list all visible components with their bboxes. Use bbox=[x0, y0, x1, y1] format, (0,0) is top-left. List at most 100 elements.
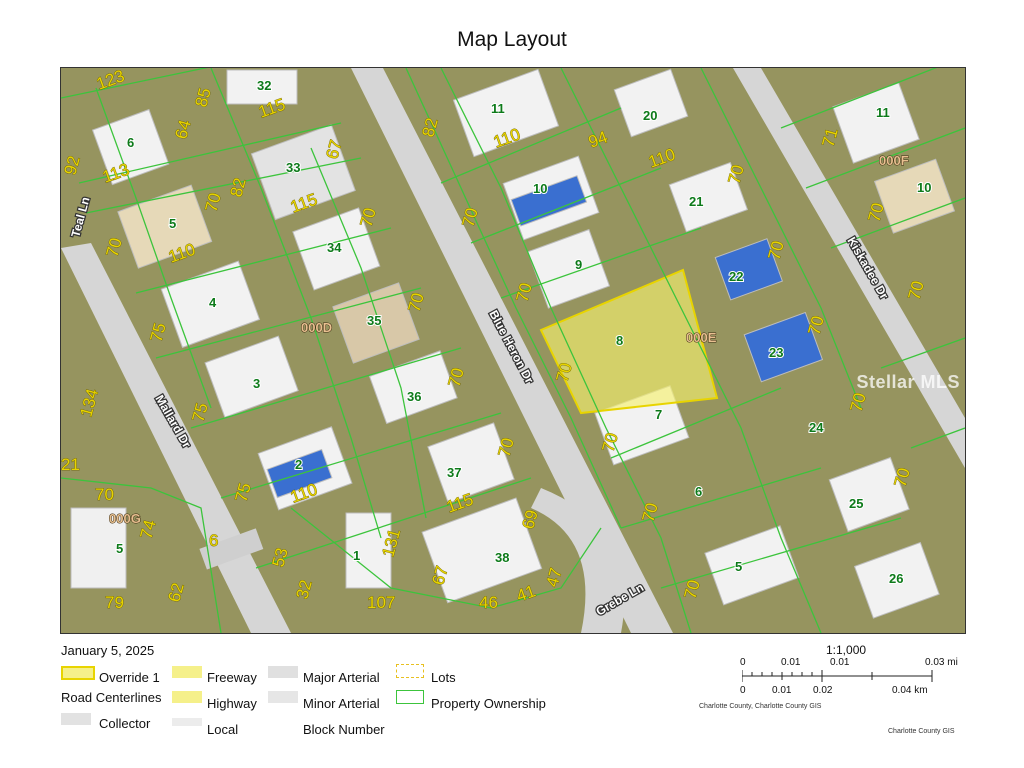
lot-number: 6 bbox=[695, 484, 702, 499]
lot-dimension: 75 bbox=[189, 401, 212, 424]
subject-parcel[interactable] bbox=[539, 268, 719, 415]
legend-road-centerlines: Road Centerlines bbox=[61, 690, 162, 705]
lot-number: 11 bbox=[876, 105, 890, 120]
lot-dimension: 70 bbox=[905, 279, 928, 302]
lot-dimension: 82 bbox=[419, 116, 442, 139]
lot-dimension: 70 bbox=[847, 391, 870, 414]
lot-dimension: 70 bbox=[765, 239, 788, 262]
lot-number: 1 bbox=[353, 548, 360, 563]
lot-dimension: 85 bbox=[192, 86, 215, 109]
lot-dimension: 75 bbox=[232, 481, 255, 504]
legend-local: Local bbox=[207, 722, 239, 737]
freeway-swatch bbox=[172, 666, 202, 678]
lot-number: 34 bbox=[327, 240, 342, 255]
lot-dimension: 70 bbox=[599, 431, 622, 454]
lot-dimension: 70 bbox=[553, 361, 576, 384]
property-ownership-swatch bbox=[396, 690, 424, 704]
lot-dimension: 64 bbox=[172, 118, 195, 141]
lot-number: 4 bbox=[209, 295, 217, 310]
collector-swatch bbox=[61, 713, 91, 725]
lot-number: 5 bbox=[169, 216, 176, 231]
lot-dimension: 70 bbox=[891, 466, 914, 489]
lot-number: 9 bbox=[575, 257, 582, 272]
lot-dimension: 74 bbox=[137, 518, 160, 541]
lot-dimension: 82 bbox=[227, 176, 250, 199]
map-date: January 5, 2025 bbox=[61, 643, 155, 658]
major-arterial-swatch bbox=[268, 666, 298, 678]
scale-ruler bbox=[742, 670, 933, 682]
lot-number: 33 bbox=[286, 160, 300, 175]
lot-dimension: 71 bbox=[819, 126, 842, 149]
map-title: Map Layout bbox=[457, 28, 567, 51]
minor-arterial-swatch bbox=[268, 691, 298, 703]
lot-dimension: 6 bbox=[209, 531, 218, 550]
scale-ratio: 1:1,000 bbox=[826, 643, 867, 657]
lot-dimension: 79 bbox=[105, 593, 124, 612]
scale-km-tick: 0.04 km bbox=[892, 685, 928, 696]
lot-dimension: 69 bbox=[519, 508, 542, 531]
lot-dimension: 107 bbox=[367, 593, 395, 612]
legend-block-number: Block Number bbox=[303, 722, 385, 737]
map-canvas[interactable]: 000D 000E 000F 000G 32 6 5 4 3 2 5 1 33 … bbox=[60, 67, 966, 634]
block-label-000d: 000D bbox=[301, 320, 332, 335]
lot-dimension: 70 bbox=[865, 201, 888, 224]
lot-number: 5 bbox=[116, 541, 123, 556]
lot-dimension: 70 bbox=[103, 236, 126, 259]
credit-gis: Charlotte County GIS bbox=[888, 728, 955, 735]
property-ownership-lines bbox=[61, 68, 965, 633]
lot-number: 22 bbox=[729, 269, 743, 284]
override-swatch bbox=[61, 666, 95, 680]
lot-dimension: 75 bbox=[147, 321, 170, 344]
lot-dimension: 70 bbox=[495, 436, 518, 459]
lot-dimension: 70 bbox=[445, 366, 468, 389]
lot-number: 36 bbox=[407, 389, 421, 404]
local-swatch bbox=[172, 718, 202, 726]
road-network bbox=[61, 68, 965, 633]
lot-dimension: 67 bbox=[323, 138, 346, 161]
lot-dimension: 70 bbox=[357, 206, 380, 229]
watermark: Stellar MLS bbox=[856, 372, 960, 392]
scale-mi-tick: 0.01 bbox=[781, 657, 801, 668]
lots-swatch bbox=[396, 664, 424, 678]
lot-number: 10 bbox=[533, 181, 547, 196]
lot-dimension: 46 bbox=[479, 593, 498, 612]
lot-dimension: 70 bbox=[459, 206, 482, 229]
lot-dimension: 70 bbox=[405, 291, 428, 314]
lot-dimension: 32 bbox=[293, 578, 316, 601]
lot-dimension: 92 bbox=[61, 154, 84, 177]
lot-number: 32 bbox=[257, 78, 271, 93]
legend-highway: Highway bbox=[207, 696, 257, 711]
lot-number: 7 bbox=[655, 407, 662, 422]
lot-number: 6 bbox=[127, 135, 134, 150]
lot-number: 20 bbox=[643, 108, 657, 123]
legend-freeway: Freeway bbox=[207, 670, 257, 685]
lot-number: 21 bbox=[689, 194, 703, 209]
lot-dimension: 70 bbox=[681, 578, 704, 601]
lot-number: 37 bbox=[447, 465, 461, 480]
lot-dimension: 21 bbox=[61, 455, 80, 474]
legend-override: Override 1 bbox=[99, 670, 160, 685]
scale-km-tick: 0 bbox=[740, 685, 746, 696]
lot-dimension: 62 bbox=[165, 581, 188, 604]
lot-number: 8 bbox=[616, 333, 623, 348]
block-label-000g: 000G bbox=[109, 511, 141, 526]
lot-number: 35 bbox=[367, 313, 381, 328]
legend-major-arterial: Major Arterial bbox=[303, 670, 380, 685]
scale-km-tick: 0.02 bbox=[813, 685, 833, 696]
lot-number: 3 bbox=[253, 376, 260, 391]
legend-minor-arterial: Minor Arterial bbox=[303, 696, 380, 711]
block-label-000f: 000F bbox=[879, 153, 909, 168]
lot-dimension: 47 bbox=[543, 566, 566, 589]
lot-dimension: 53 bbox=[269, 546, 292, 569]
lot-number: 25 bbox=[849, 496, 863, 511]
scale-mi-tick: 0.03 mi bbox=[925, 657, 958, 668]
lot-dimension: 70 bbox=[639, 501, 662, 524]
lot-dimension: 70 bbox=[805, 314, 828, 337]
lot-number: 26 bbox=[889, 571, 903, 586]
scale-mi-tick: 0 bbox=[740, 657, 746, 668]
legend-property-ownership: Property Ownership bbox=[431, 696, 546, 711]
legend-lots: Lots bbox=[431, 670, 456, 685]
scale-km-tick: 0.01 bbox=[772, 685, 792, 696]
lot-dimension: 70 bbox=[513, 281, 536, 304]
lot-dimension: 70 bbox=[202, 191, 225, 214]
